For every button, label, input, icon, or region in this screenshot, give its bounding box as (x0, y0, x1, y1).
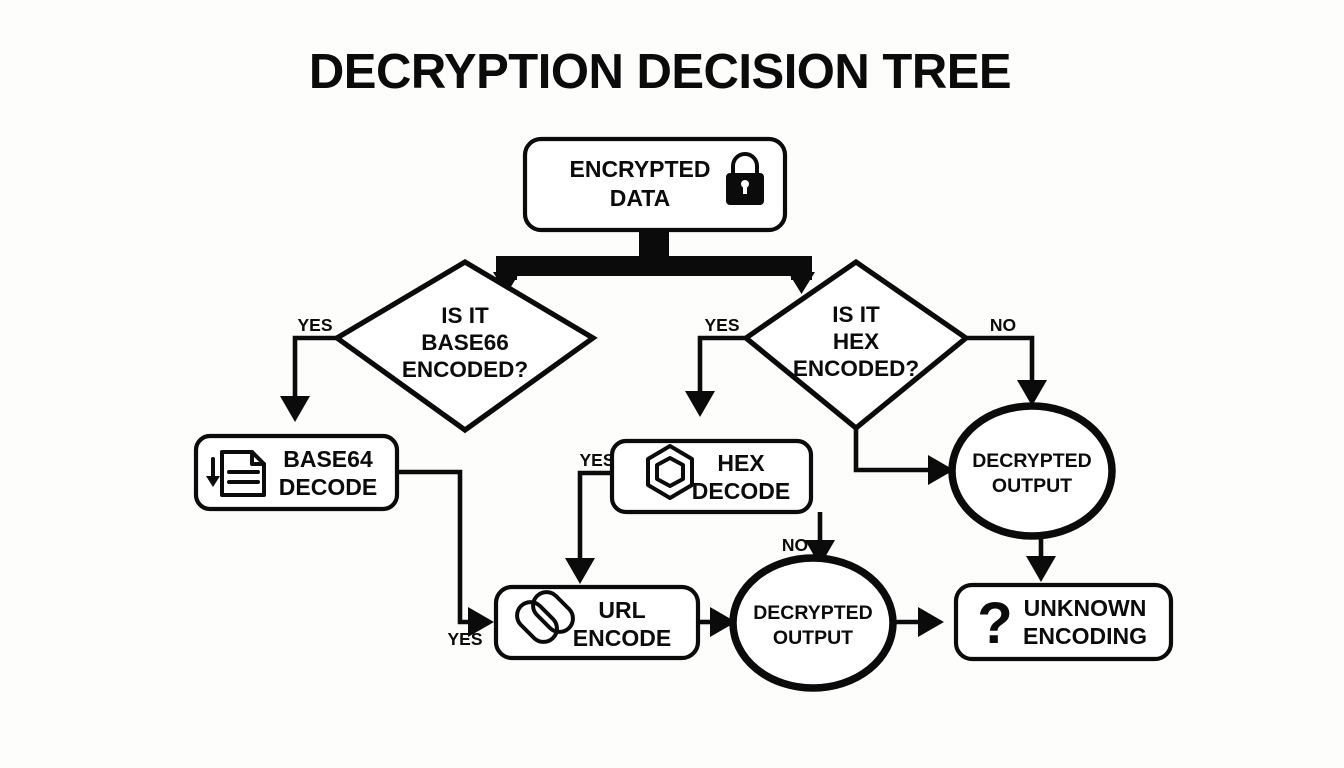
base66-line2: BASE66 (421, 330, 509, 355)
base66-line3: ENCODED? (402, 357, 528, 382)
decrypted-output-lower-line2: OUTPUT (773, 627, 853, 649)
hex-decode-line1: HEX (717, 450, 765, 476)
edge-label-hex-yes: YES (704, 315, 739, 335)
unknown-encoding-line2: ENCODING (1023, 623, 1147, 649)
edge-hexdecode-yes (565, 470, 612, 584)
edge-hex-yes (685, 335, 748, 417)
edge-hex-bottom-to-output (853, 424, 954, 485)
decrypted-output-upper-circle[interactable] (948, 402, 1116, 540)
page-title: DECRYPTION DECISION TREE (309, 45, 1011, 99)
edge-hex-no (964, 335, 1047, 406)
hexagon-icon (646, 444, 694, 500)
edge-label-hexdecode-yes: YES (579, 450, 614, 470)
base64-decode-line2: DECODE (279, 474, 377, 500)
encrypted-data-line2: DATA (610, 185, 670, 211)
edge-label-base64-yes: YES (297, 315, 332, 335)
base64-decode-line1: BASE64 (283, 446, 373, 472)
arrow-head-to-decrypted-output-upper-side (928, 455, 954, 485)
node-encrypted-data[interactable]: ENCRYPTED DATA (522, 136, 788, 233)
edge-url-to-output (698, 607, 736, 637)
hex-decode-line2: DECODE (692, 478, 790, 504)
edge-hexdecode-no (805, 512, 835, 566)
edge-root-split (493, 228, 815, 294)
link-chain-icon (515, 590, 575, 644)
node-unknown-encoding[interactable]: ? UNKNOWN ENCODING (953, 582, 1174, 662)
decrypted-output-upper-line1: DECRYPTED (972, 450, 1092, 472)
arrow-head-to-url-encode-top (565, 558, 595, 584)
unknown-encoding-line1: UNKNOWN (1024, 595, 1147, 621)
arrow-head-to-url-encode (468, 607, 494, 637)
lock-icon (726, 152, 764, 205)
decrypted-output-lower-line1: DECRYPTED (753, 602, 873, 624)
arrow-head-to-decrypted-output-lower (805, 540, 835, 566)
arrow-head-to-decrypted-output-upper (1017, 380, 1047, 406)
arrow-head-to-hex-decode (685, 391, 715, 417)
arrow-head-to-unknown-encoding (918, 607, 944, 637)
hex-diamond-line3: ENCODED? (793, 356, 919, 381)
document-download-icon (206, 450, 266, 497)
edge-base64-to-url (397, 469, 494, 637)
node-is-it-hex-encoded[interactable]: IS IT HEX ENCODED? (741, 258, 971, 432)
node-base64-decode[interactable]: BASE64 DECODE (193, 433, 400, 512)
node-url-encode[interactable]: URL ENCODE (493, 584, 701, 661)
base66-diamond[interactable] (332, 258, 598, 434)
arrow-head-to-base64-decode (280, 396, 310, 422)
arrow-head-to-base64-diamond (493, 272, 520, 294)
arrow-head-to-unknown-encoding-top (1026, 556, 1056, 582)
arrow-head-to-decrypted-output-lower-side (710, 607, 736, 637)
unknown-encoding-box[interactable] (953, 582, 1174, 662)
edge-output-to-unknown (893, 607, 944, 637)
edge-label-base64-to-url-yes: YES (447, 629, 482, 649)
decrypted-output-lower-circle[interactable] (729, 554, 897, 692)
base64-decode-box[interactable] (193, 433, 400, 512)
node-decrypted-output-upper[interactable]: DECRYPTED OUTPUT (948, 402, 1116, 540)
question-mark-icon: ? (977, 591, 1012, 656)
node-decrypted-output-lower[interactable]: DECRYPTED OUTPUT (729, 554, 897, 692)
encrypted-data-box[interactable] (522, 136, 788, 233)
decrypted-output-upper-line2: OUTPUT (992, 475, 1072, 497)
edge-label-hex-no: NO (990, 315, 1016, 335)
base66-line1: IS IT (441, 303, 489, 328)
encrypted-data-line1: ENCRYPTED (570, 156, 711, 182)
arrow-head-to-hex-diamond (788, 272, 815, 294)
root-split-bar (496, 256, 812, 276)
hex-diamond-line2: HEX (833, 329, 879, 354)
node-hex-decode[interactable]: HEX DECODE (609, 438, 814, 515)
url-encode-line1: URL (598, 597, 645, 623)
edge-label-hexdecode-no: NO (782, 535, 808, 555)
node-is-it-base66-encoded[interactable]: IS IT BASE66 ENCODED? (332, 258, 598, 434)
url-encode-line2: ENCODE (573, 625, 671, 651)
hex-diamond-line1: IS IT (832, 302, 880, 327)
hex-diamond[interactable] (741, 258, 971, 432)
